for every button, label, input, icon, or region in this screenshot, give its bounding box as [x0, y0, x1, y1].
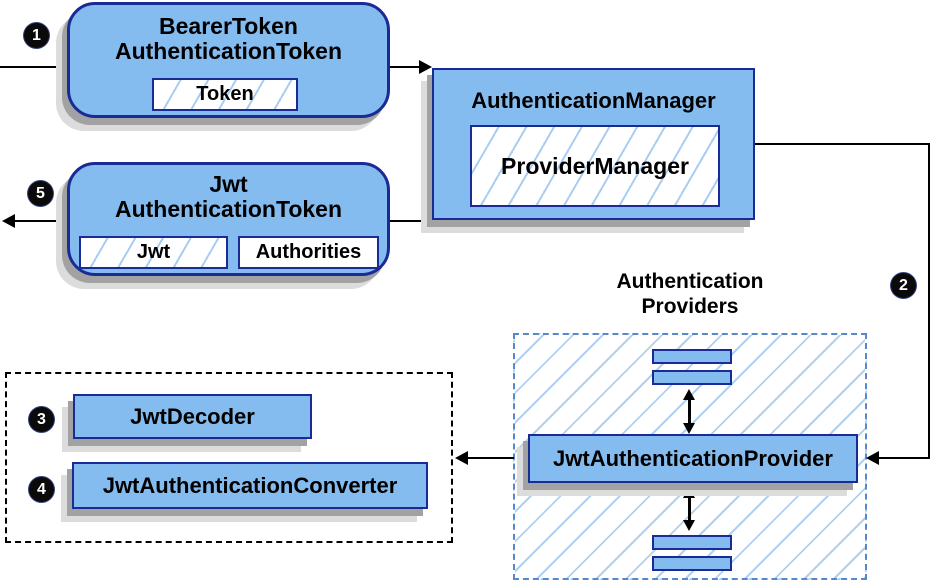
jwt-chip: Jwt	[79, 236, 228, 269]
jwt-chip-label: Jwt	[136, 241, 171, 263]
auth-manager-title: AuthenticationManager	[471, 88, 716, 113]
connector-outgoing-token	[14, 220, 67, 222]
provider-manager-label: ProviderManager	[501, 152, 689, 179]
step-badge-5: 5	[28, 181, 53, 206]
jwt-decoder-label: JwtDecoder	[130, 403, 255, 429]
arrowhead-left-icon	[455, 451, 468, 465]
bearer-token-title: BearerToken AuthenticationToken	[70, 5, 387, 64]
jwt-auth-converter-node: JwtAuthenticationConverter	[72, 462, 428, 509]
arrowhead-left-icon	[866, 451, 879, 465]
bearer-token-title-line1: BearerToken	[159, 13, 298, 39]
jwt-auth-token-title-line2: AuthenticationToken	[114, 196, 342, 222]
providers-group-label: Authentication Providers	[565, 269, 815, 319]
connector-bearer-to-manager	[390, 66, 421, 68]
arrowhead-down-icon	[683, 520, 695, 531]
connector-manager-to-jwt-token	[390, 220, 432, 222]
bearer-token-node: BearerToken AuthenticationToken Token	[67, 2, 390, 118]
token-chip: Token	[152, 78, 298, 111]
connector-provider-to-converters	[467, 457, 514, 459]
token-chip-label: Token	[196, 83, 254, 105]
step-badge-2: 2	[891, 273, 916, 298]
authorities-chip: Authorities	[238, 236, 379, 269]
provider-stack-rect	[652, 370, 732, 385]
jwt-decoder-node: JwtDecoder	[73, 394, 312, 439]
arrowhead-right-icon	[419, 60, 432, 74]
jwt-auth-token-node: Jwt AuthenticationToken Jwt Authorities	[67, 162, 390, 276]
connector-provider-stack-top	[688, 398, 691, 425]
connector-manager-to-provider-bottom	[878, 457, 930, 459]
arrowhead-up-icon	[683, 487, 695, 498]
providers-label-line2: Providers	[641, 295, 739, 318]
authorities-chip-label: Authorities	[255, 241, 362, 263]
connector-manager-to-provider-vertical	[928, 143, 930, 459]
jwt-auth-converter-label: JwtAuthenticationConverter	[102, 472, 398, 498]
jwt-auth-provider-label: JwtAuthenticationProvider	[553, 445, 833, 471]
provider-stack-rect	[652, 556, 732, 571]
arrowhead-left-icon	[2, 214, 15, 228]
auth-manager-node: AuthenticationManager ProviderManager	[432, 68, 755, 220]
step-badge-3: 3	[29, 407, 54, 432]
provider-stack-rect	[652, 349, 732, 364]
provider-manager-box: ProviderManager	[470, 125, 720, 207]
connector-incoming-request	[0, 66, 67, 68]
jwt-auth-token-title-line1: Jwt	[209, 171, 248, 197]
providers-label-line1: Authentication	[616, 270, 764, 293]
arrowhead-down-icon	[683, 423, 695, 434]
connector-manager-to-provider-top	[755, 143, 930, 145]
jwt-auth-token-title: Jwt AuthenticationToken	[70, 165, 387, 222]
arrowhead-up-icon	[683, 389, 695, 400]
bearer-token-title-line2: AuthenticationToken	[114, 38, 342, 64]
provider-stack-rect	[652, 535, 732, 550]
step-badge-4: 4	[29, 477, 54, 502]
step-badge-1: 1	[24, 23, 49, 48]
jwt-auth-provider-node: JwtAuthenticationProvider	[528, 434, 858, 483]
connector-provider-stack-bottom	[688, 496, 691, 522]
